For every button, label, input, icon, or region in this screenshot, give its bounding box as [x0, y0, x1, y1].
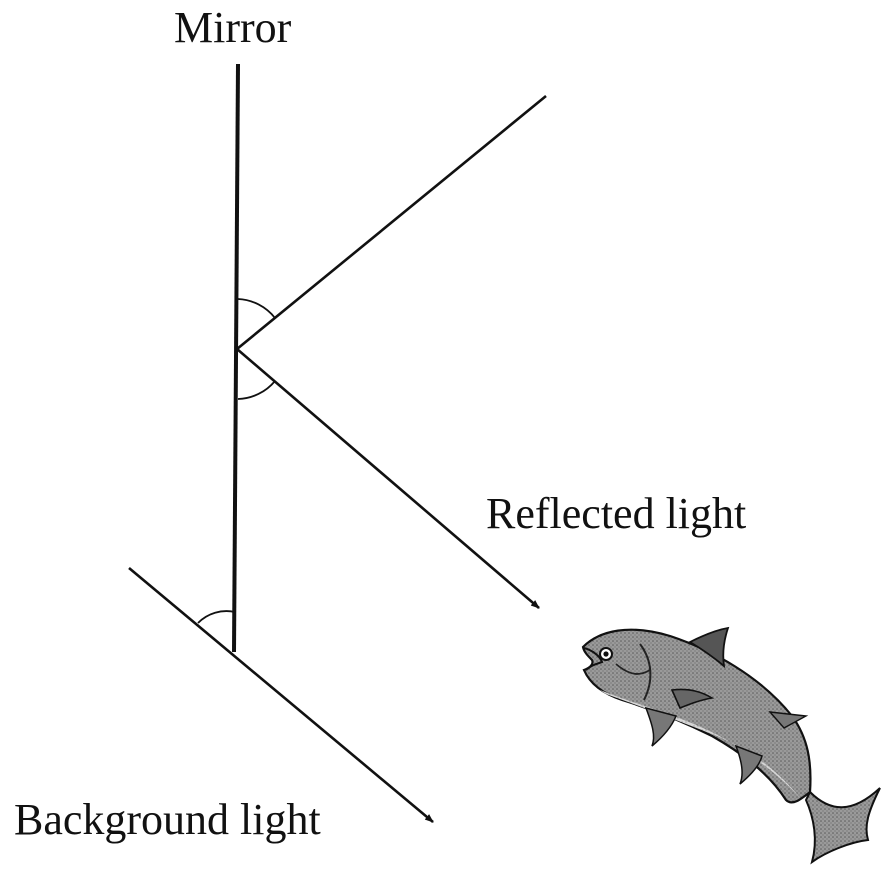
- angle-arc-incidence: [237, 298, 276, 319]
- reflected-light-ray: [236, 348, 540, 609]
- mirror-label: Mirror: [174, 3, 292, 52]
- background-light-label: Background light: [14, 795, 321, 844]
- incident-ray: [236, 94, 547, 351]
- angle-arc-background: [197, 610, 236, 624]
- background-light-ray: [128, 567, 434, 823]
- reflected-light-label: Reflected light: [486, 489, 747, 538]
- angle-arc-reflection: [237, 380, 276, 400]
- fish-icon: [581, 626, 881, 865]
- mirror-line: [232, 63, 240, 653]
